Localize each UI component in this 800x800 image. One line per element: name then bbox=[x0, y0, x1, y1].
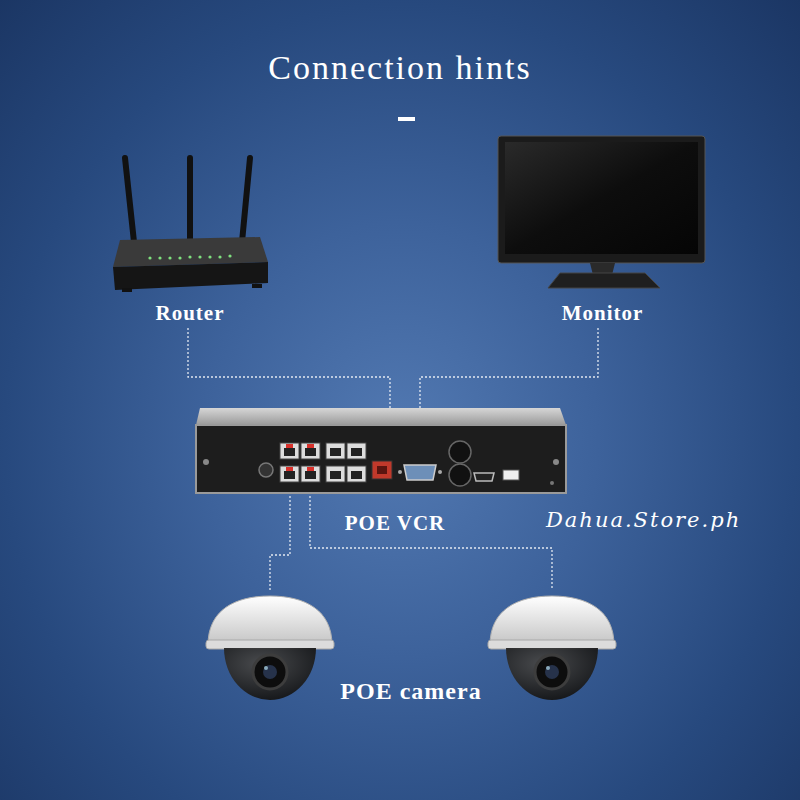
camera-illustration bbox=[488, 596, 616, 700]
device-label: POE VCR bbox=[345, 511, 446, 535]
group-label-holder: POE camera bbox=[340, 678, 481, 705]
connector-line bbox=[310, 496, 552, 590]
router-illustration bbox=[113, 158, 268, 292]
title-holder: Connection hints bbox=[0, 48, 800, 88]
device-label: Monitor bbox=[562, 301, 644, 325]
monitor-illustration bbox=[498, 136, 705, 288]
connector-line bbox=[420, 328, 598, 408]
watermark-holder: Dahua.Store.ph bbox=[546, 508, 741, 532]
connector-line bbox=[188, 328, 390, 408]
nvr-node: POE VCR bbox=[195, 408, 567, 493]
connector-line bbox=[270, 496, 290, 590]
watermark: Dahua.Store.ph bbox=[546, 508, 741, 532]
device-label: Router bbox=[156, 301, 225, 325]
router-node: Router bbox=[110, 150, 270, 325]
camera-node bbox=[200, 590, 340, 705]
camera-illustration bbox=[206, 596, 334, 700]
camera-node bbox=[482, 590, 622, 705]
group-label: POE camera bbox=[340, 678, 481, 704]
nvr-illustration bbox=[196, 408, 566, 493]
diagram-title: Connection hints bbox=[268, 49, 531, 86]
monitor-node: Monitor bbox=[495, 135, 710, 325]
